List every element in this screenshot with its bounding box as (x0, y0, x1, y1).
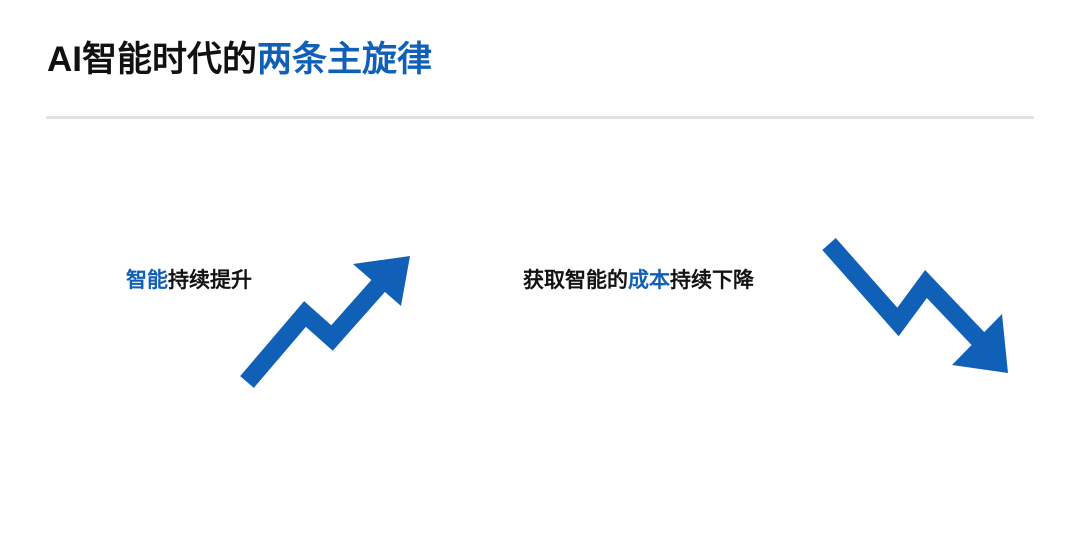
trend-down-arrow-icon (822, 238, 1008, 373)
trend-up-arrow-head (353, 256, 410, 306)
trend-label-dark-segment: 持续提升 (168, 269, 252, 292)
trend-down-arrow-shaft (822, 238, 992, 353)
trend-up-arrow-icon (240, 256, 410, 388)
page-title-accent-segment: 两条主旋律 (257, 40, 433, 79)
trend-down-arrow-head (952, 314, 1008, 373)
trend-up-arrow-container (232, 248, 422, 396)
page-title-dark-segment: AI智能时代的 (47, 40, 258, 79)
trend-label-accent-segment: 成本 (628, 269, 670, 292)
trend-label-accent-segment: 智能 (126, 269, 168, 292)
header-divider (46, 116, 1034, 119)
trend-label-cost-falling: 获取智能的成本持续下降 (523, 268, 754, 294)
trend-up-arrow-shaft (240, 270, 394, 388)
trend-down-arrow-container (812, 228, 1027, 388)
trend-label-dark-lead-segment: 获取智能的 (523, 269, 628, 292)
page-title: AI智能时代的两条主旋律 (47, 38, 432, 82)
trend-label-intelligence-rising: 智能持续提升 (126, 268, 252, 294)
trend-label-dark-tail-segment: 持续下降 (670, 269, 754, 292)
